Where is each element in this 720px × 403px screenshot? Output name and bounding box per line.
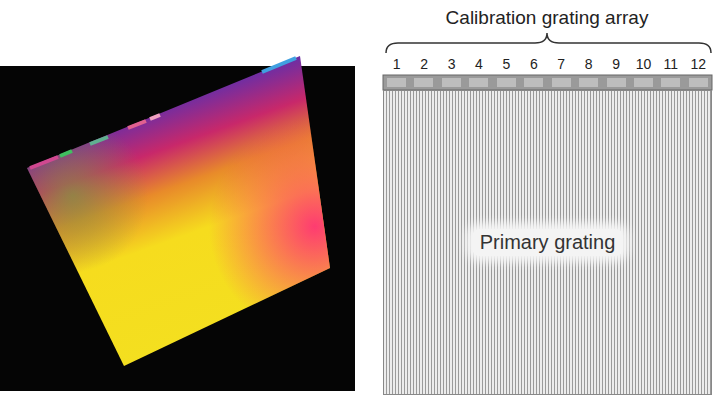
callout-number: 7 [557,56,565,72]
callout-number: 8 [585,56,593,72]
callout-number: 12 [691,56,707,72]
brace [386,33,711,53]
grating-box: Primary grating [383,90,712,395]
callout-number: 3 [448,56,456,72]
grating-glow [27,56,330,366]
callout-number: 9 [612,56,620,72]
callout-number: 5 [502,56,510,72]
heading-label: Calibration grating array [446,7,649,29]
grating-photo [27,56,330,366]
callout-number: 10 [636,56,652,72]
calibration-strips [30,58,296,168]
callout-number: 2 [420,56,428,72]
callout-number: 11 [664,56,679,72]
callout-number: 1 [393,56,401,72]
grating-label: Primary grating [472,229,624,256]
calibration-strip [383,75,712,90]
callout-number: 4 [475,56,483,72]
grating-glow [27,56,330,366]
callout-number: 6 [530,56,538,72]
